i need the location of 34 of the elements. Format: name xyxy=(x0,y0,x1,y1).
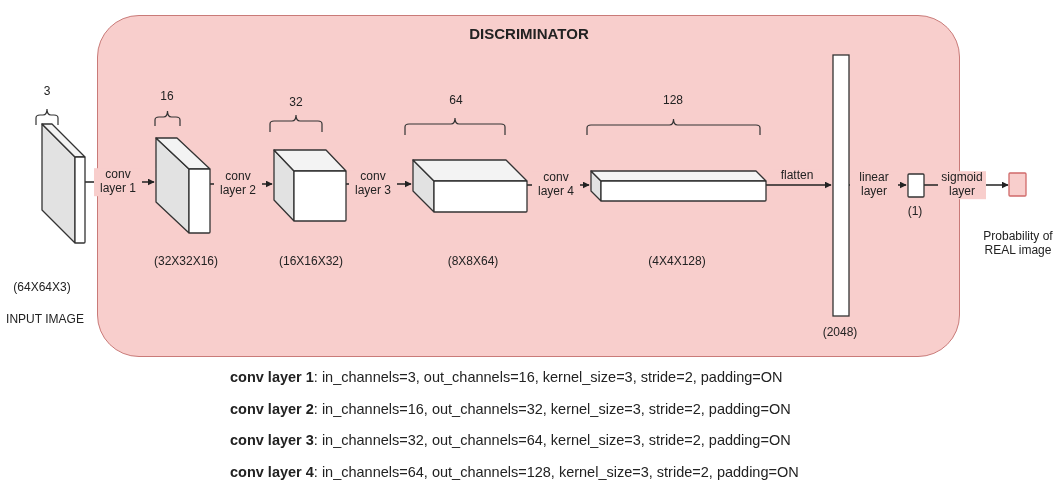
feature-map-block xyxy=(591,171,766,201)
layer-spec-note: conv layer 1: in_channels=3, out_channels=16, kernel_size=3, stride=2, padding=ON xyxy=(230,369,783,385)
dimension-label: (1) xyxy=(907,205,923,219)
caption-text: INPUT IMAGE xyxy=(6,313,84,327)
edge-label: sigmoid layer xyxy=(938,171,986,199)
dimension-label: (4X4X128) xyxy=(648,255,706,269)
edge-label: conv layer 1 xyxy=(94,168,142,196)
channel-count: 32 xyxy=(289,96,303,110)
dimension-label: (64X64X3) xyxy=(13,281,71,295)
dimension-label: (32X32X16) xyxy=(154,255,218,269)
layer-spec-note: conv layer 4: in_channels=64, out_channels=128, kernel_size=3, stride=2, padding=ON xyxy=(230,463,799,480)
vector-bar xyxy=(833,55,849,316)
feature-map-block xyxy=(413,160,527,212)
feature-map-block xyxy=(156,138,210,233)
dimension-label: (16X16X32) xyxy=(279,255,343,269)
edge-label: conv layer 2 xyxy=(214,170,262,198)
layer-spec-note: conv layer 2: in_channels=16, out_channels=32, kernel_size=3, stride=2, padding=ON xyxy=(230,400,791,417)
layer-spec-note: conv layer 3: in_channels=32, out_channels=64, kernel_size=3, stride=2, padding=ON xyxy=(230,432,791,448)
channel-count: 16 xyxy=(160,90,174,104)
channel-count: 128 xyxy=(663,94,683,108)
probability-box xyxy=(1009,173,1026,196)
arrow xyxy=(764,181,832,189)
channel-count: 3 xyxy=(43,85,51,99)
dimension-label: (2048) xyxy=(822,326,858,340)
channel-count: 64 xyxy=(449,94,463,108)
caption-text: Probability of REAL image xyxy=(982,230,1054,258)
arrow xyxy=(922,181,1009,189)
edge-label: conv layer 4 xyxy=(532,171,580,199)
input-image-block xyxy=(42,124,85,243)
dimension-label: (8X8X64) xyxy=(447,255,499,269)
output-unit-box xyxy=(908,174,924,197)
panel-title: DISCRIMINATOR xyxy=(469,25,589,43)
feature-map-block xyxy=(274,150,346,221)
edge-label: conv layer 3 xyxy=(349,170,397,198)
